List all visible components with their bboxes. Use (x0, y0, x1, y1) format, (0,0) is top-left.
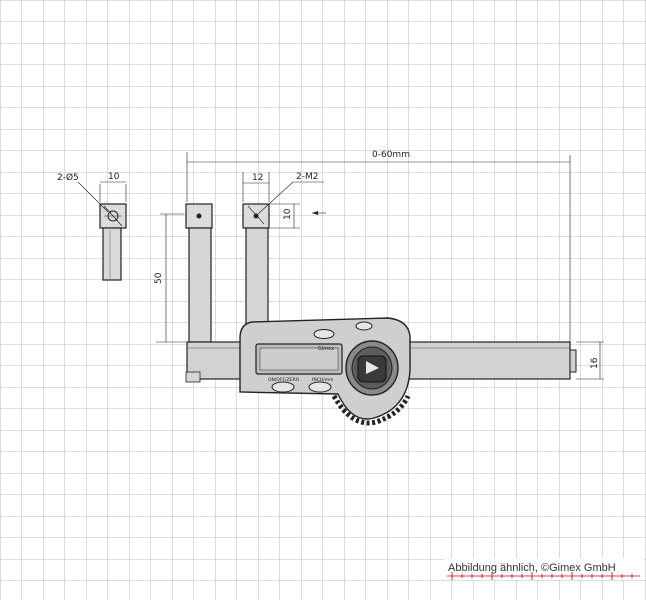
beam-end-stop (569, 349, 577, 373)
detail-stem (102, 227, 122, 281)
leg-length-label: 50 (154, 272, 164, 284)
caption-block: Abbildung ähnlich, ©Gimex GmbH (444, 558, 644, 580)
on-off-zero-button[interactable] (271, 381, 295, 393)
copyright-caption: Abbildung ähnlich, ©Gimex GmbH (448, 562, 616, 574)
inch-mm-button[interactable] (308, 381, 332, 393)
inch-mm-label: INCH/mm (312, 377, 334, 383)
caliper-drawing: Gimex ON/OFF/ZERO INCH/mm (185, 203, 577, 426)
end-height-label: 10 (283, 208, 293, 220)
play-arrow-icon (366, 361, 379, 374)
thread-label: 2-M2 (296, 172, 318, 182)
range-label: 0-60mm (372, 150, 410, 160)
brand-label: Gimex (318, 346, 334, 352)
on-off-zero-label: ON/OFF/ZERO (268, 377, 300, 383)
dimension-lines: 0-60mm 12 2-M2 10 50 16 (154, 150, 604, 380)
beam-height-label: 16 (590, 357, 600, 369)
scale-ruler (447, 572, 640, 580)
detail-hole-label: 2-Ø5 (57, 172, 79, 183)
detail-width-label: 10 (108, 172, 120, 182)
thumb-wheel (331, 394, 411, 426)
fixed-jaw-leg (188, 227, 212, 343)
detail-view: 10 2-Ø5 (57, 172, 127, 281)
end-width-label: 12 (252, 173, 263, 183)
